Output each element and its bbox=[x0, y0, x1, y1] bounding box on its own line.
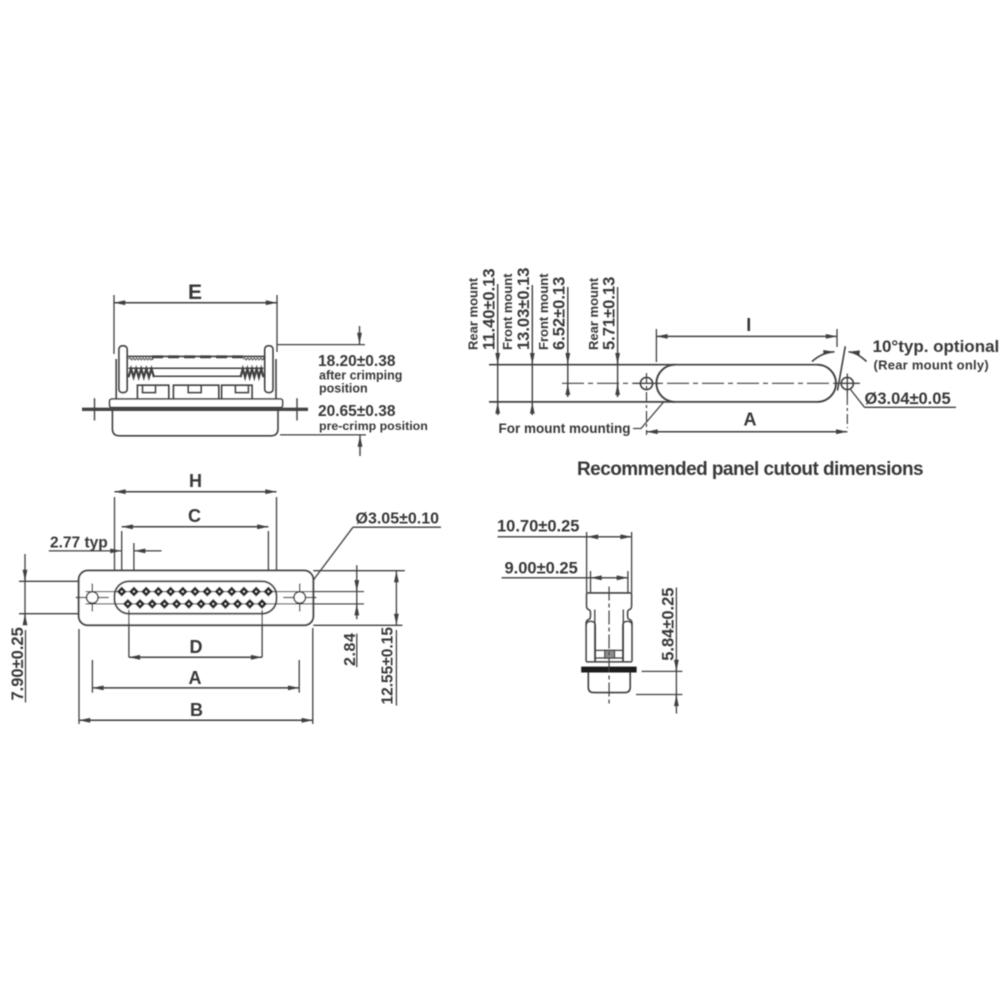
svg-text:after crimping: after crimping bbox=[319, 369, 402, 383]
svg-text:position: position bbox=[319, 382, 368, 396]
svg-text:Ø3.04±0.05: Ø3.04±0.05 bbox=[865, 390, 951, 408]
svg-text:Front mount: Front mount bbox=[500, 273, 515, 350]
svg-text:11.40±0.13: 11.40±0.13 bbox=[481, 268, 499, 350]
svg-text:Rear mount: Rear mount bbox=[466, 277, 481, 350]
svg-text:10°typ. optional: 10°typ. optional bbox=[873, 337, 1000, 356]
svg-text:5.71±0.13: 5.71±0.13 bbox=[600, 277, 618, 350]
svg-text:C: C bbox=[188, 506, 201, 526]
svg-text:pre-crimp position: pre-crimp position bbox=[319, 419, 428, 433]
svg-text:B: B bbox=[190, 700, 203, 720]
svg-text:Recommended panel cutout dimen: Recommended panel cutout dimensions bbox=[577, 459, 923, 480]
svg-text:20.65±0.38: 20.65±0.38 bbox=[318, 403, 396, 420]
svg-text:18.20±0.38: 18.20±0.38 bbox=[318, 353, 396, 370]
svg-text:7.90±0.25: 7.90±0.25 bbox=[9, 627, 27, 700]
svg-text:H: H bbox=[189, 471, 202, 491]
svg-text:Rear mount: Rear mount bbox=[586, 277, 601, 350]
svg-text:A: A bbox=[744, 410, 757, 430]
svg-text:6.52±0.13: 6.52±0.13 bbox=[551, 277, 569, 350]
svg-text:I: I bbox=[746, 315, 751, 335]
svg-text:(Rear mount only): (Rear mount only) bbox=[874, 358, 989, 373]
svg-text:For mount mounting: For mount mounting bbox=[499, 421, 631, 436]
svg-text:2.77 typ: 2.77 typ bbox=[50, 535, 108, 552]
svg-text:12.55±0.15: 12.55±0.15 bbox=[380, 627, 397, 705]
svg-text:9.00±0.25: 9.00±0.25 bbox=[505, 560, 578, 578]
svg-text:D: D bbox=[190, 637, 203, 657]
svg-text:2.84: 2.84 bbox=[342, 632, 359, 666]
svg-text:Front mount: Front mount bbox=[536, 273, 551, 350]
svg-text:10.70±0.25: 10.70±0.25 bbox=[497, 518, 579, 536]
svg-text:E: E bbox=[188, 281, 202, 304]
svg-text:Ø3.05±0.10: Ø3.05±0.10 bbox=[356, 511, 440, 528]
svg-text:13.03±0.13: 13.03±0.13 bbox=[515, 268, 533, 350]
svg-text:A: A bbox=[189, 668, 202, 688]
svg-text:5.84±0.25: 5.84±0.25 bbox=[660, 588, 678, 661]
